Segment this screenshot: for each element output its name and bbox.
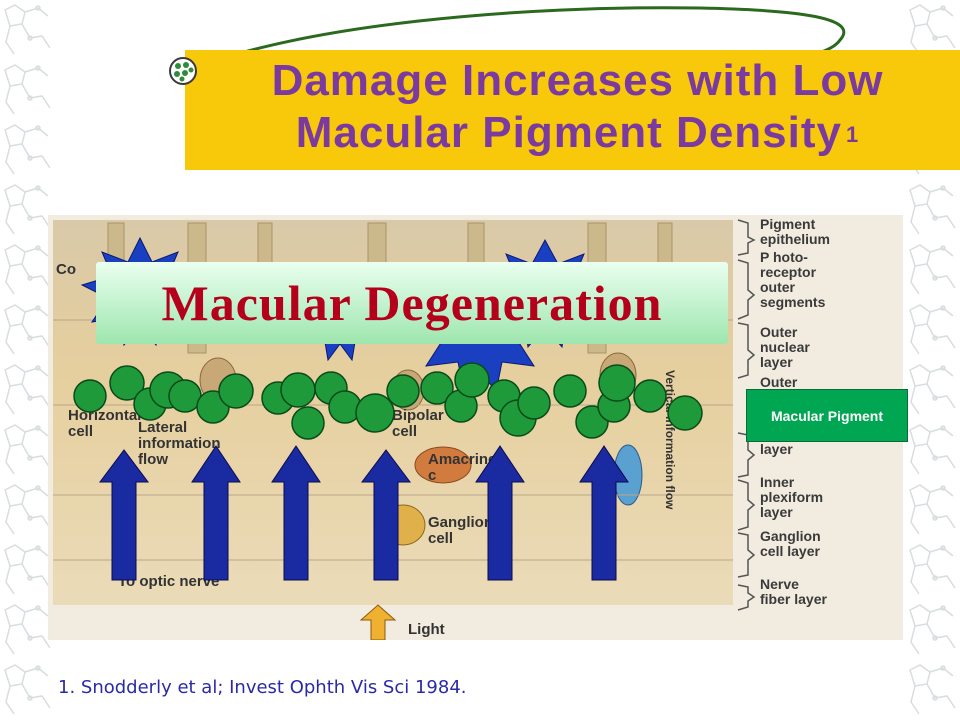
light-label: Light — [408, 621, 445, 638]
pigment-dot — [553, 374, 587, 408]
layer-label-pigment-epithelium: Pigment epithelium — [760, 216, 831, 247]
up-arrow-icon — [579, 445, 629, 581]
up-arrow-icon — [361, 449, 411, 581]
pigment-dot — [73, 379, 107, 413]
slide-title: Damage Increases with Low Macular Pigmen… — [205, 55, 950, 159]
pigment-dot — [386, 374, 420, 408]
pigment-dot — [667, 395, 703, 431]
pigment-dot — [355, 393, 395, 433]
ganglion-cell-label: Ganglion cell — [428, 514, 493, 547]
layer-label-outer-nuclear: Outer nuclear layer — [760, 324, 810, 370]
pigment-dot — [280, 372, 316, 408]
light-arrow — [359, 604, 397, 640]
footnote-citation: 1. Snodderly et al; Invest Ophth Vis Sci… — [58, 677, 467, 698]
up-arrow-icon — [475, 445, 525, 581]
pigment-dot — [168, 379, 202, 413]
up-arrow-icon — [191, 445, 241, 581]
macular-degeneration-banner: Macular Degeneration — [96, 262, 728, 344]
layer-label-outer: Outer — [760, 374, 798, 390]
pigment-dot — [633, 379, 667, 413]
title-line-1: Damage Increases with Low — [271, 56, 884, 105]
pigment-dot — [598, 364, 636, 402]
title-superscript: 1 — [846, 122, 860, 147]
pigment-dot — [517, 386, 551, 420]
lateral-flow-label: Lateral information flow — [138, 419, 221, 468]
decorative-pattern-left — [0, 0, 55, 720]
up-arrow-icon — [271, 445, 321, 581]
cone-label: Co — [56, 261, 76, 278]
macular-pigment-label: Macular Pigment — [770, 407, 884, 424]
macular-pigment-box: Macular Pigment — [746, 389, 908, 442]
pigment-dot — [454, 362, 490, 398]
amacrine-cell-label: Amacrine c — [428, 451, 497, 484]
layer-label-photoreceptor: P hoto- receptor outer segments — [760, 249, 826, 310]
pigment-dot — [109, 365, 145, 401]
pigment-dot — [291, 406, 325, 440]
layer-label-nerve-fiber: Nerve fiber layer — [760, 576, 827, 607]
layer-label-ganglion: Ganglion cell layer — [760, 528, 821, 559]
title-swoosh — [189, 6, 846, 72]
title-band — [185, 50, 960, 170]
pigment-dot — [218, 373, 254, 409]
up-arrow-icon — [99, 449, 149, 581]
layer-label-inner-plexiform: Inner plexiform layer — [760, 474, 824, 520]
macular-degeneration-text: Macular Degeneration — [161, 275, 663, 331]
pigment-dot — [420, 371, 454, 405]
globe-bullet-icon — [169, 57, 197, 85]
bipolar-cell-label: Bipolar cell — [392, 407, 444, 440]
